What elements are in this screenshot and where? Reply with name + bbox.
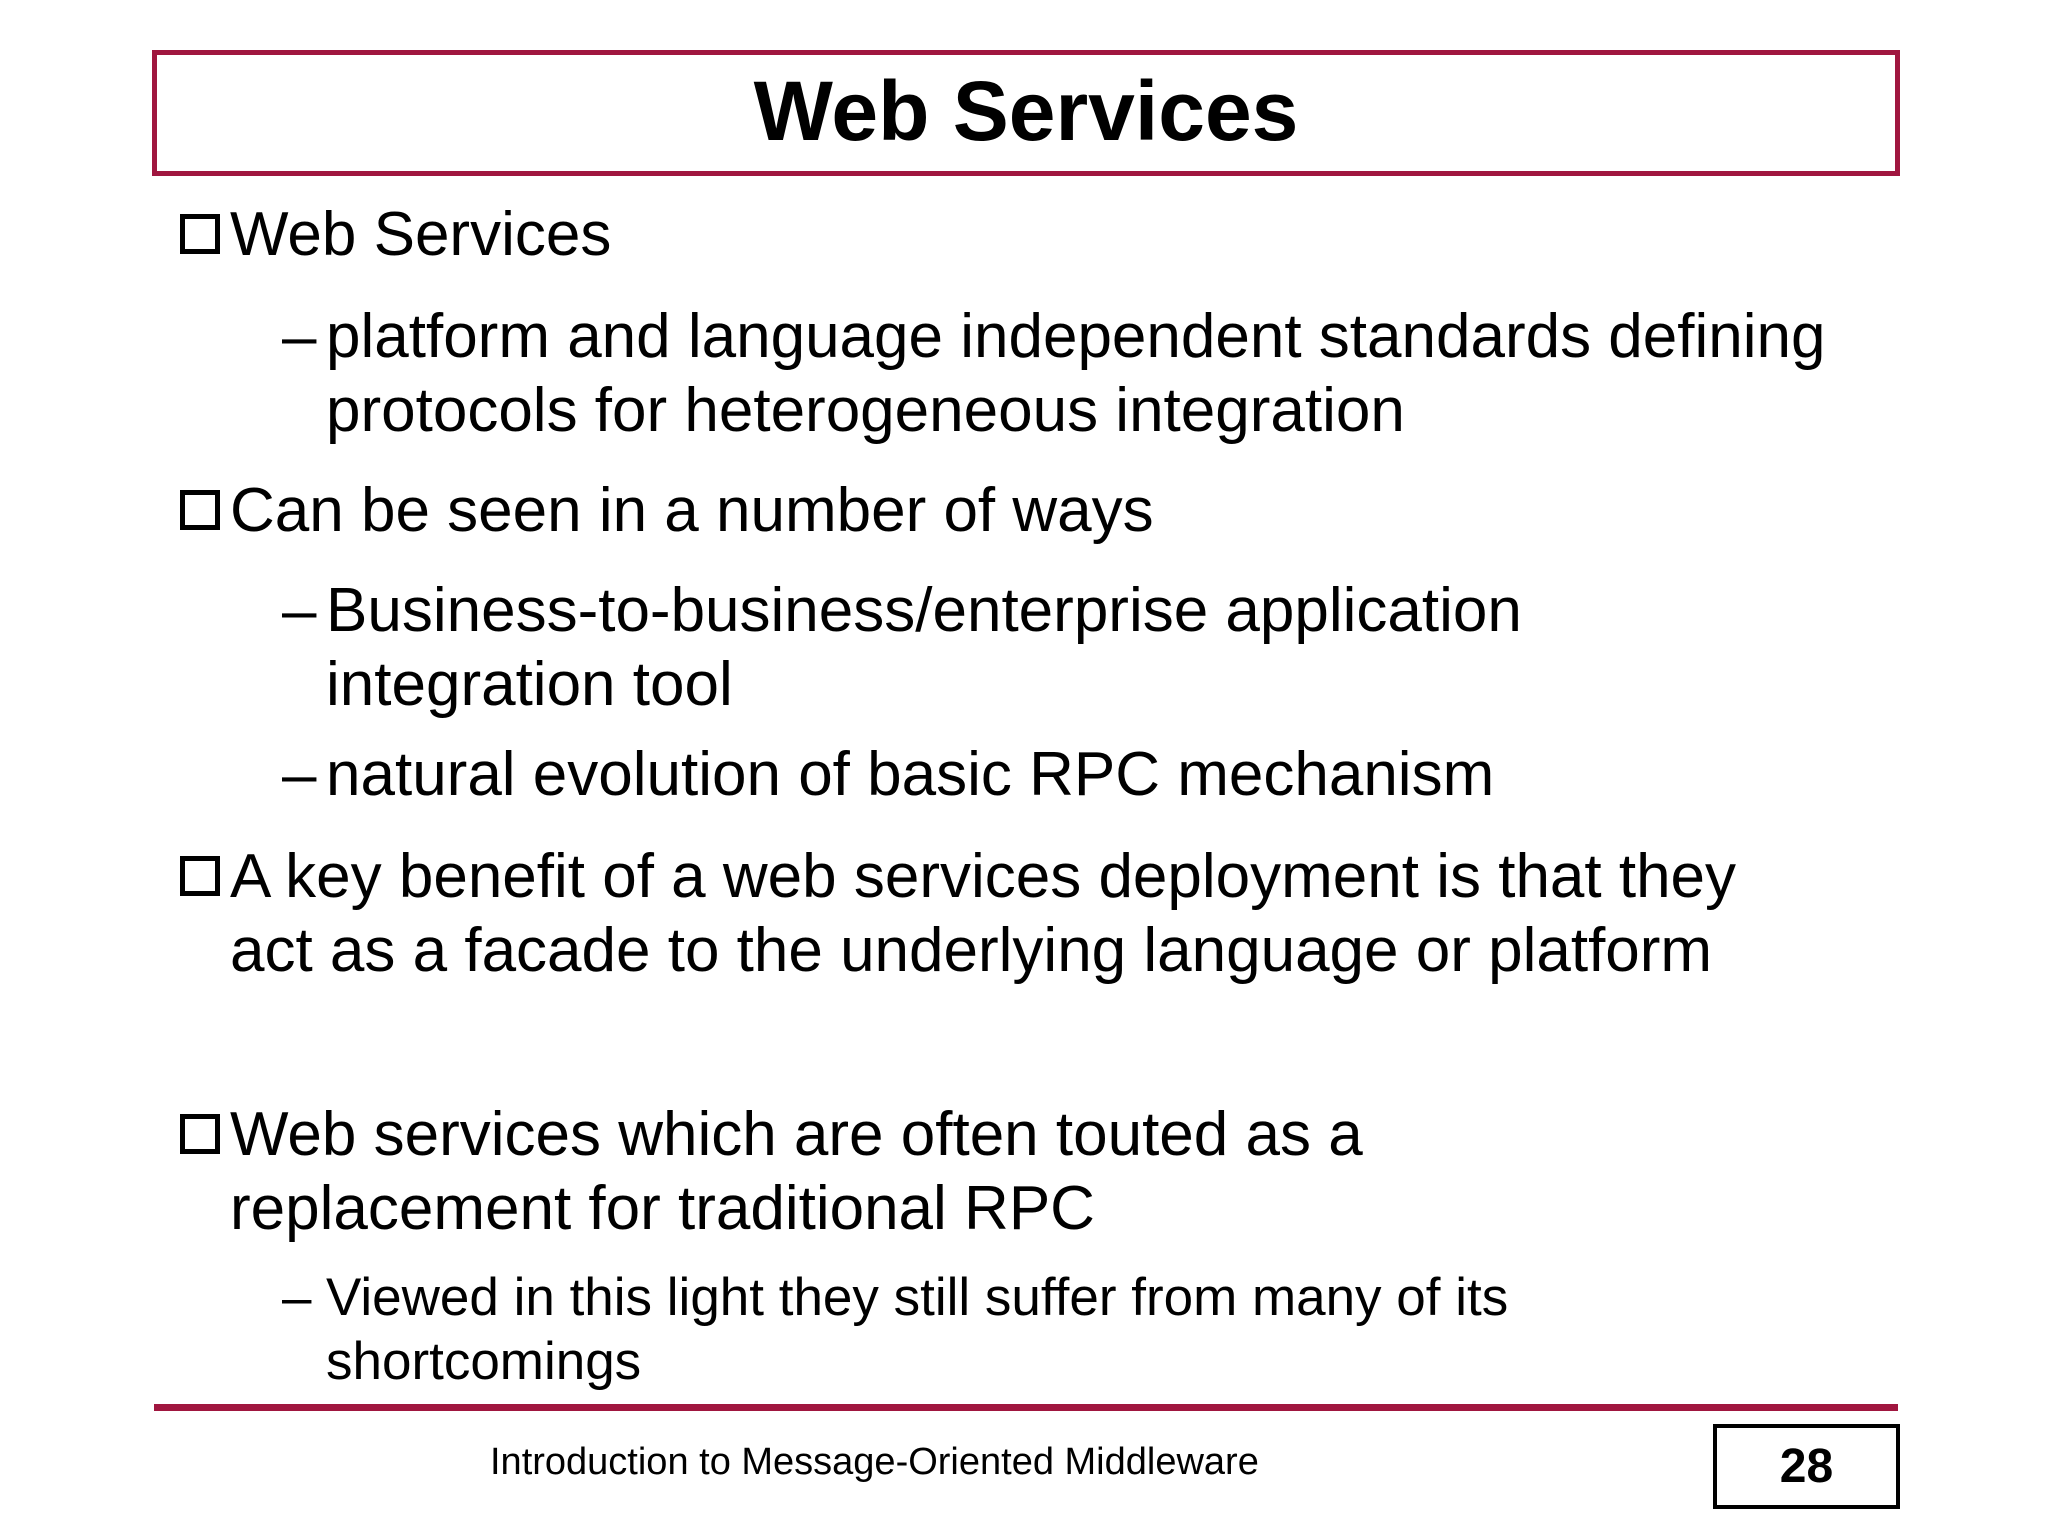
checkbox-bullet-icon [180, 214, 220, 254]
bullet-2-sub-2: – natural evolution of basic RPC mechani… [282, 738, 1842, 812]
bullet-2-sub-1: – Business-to-business/enterprise applic… [282, 574, 1842, 722]
checkbox-bullet-icon [180, 1114, 220, 1154]
footer-divider [154, 1404, 1898, 1411]
bullet-3: A key benefit of a web services deployme… [180, 840, 1820, 988]
bullet-3-text: A key benefit of a web services deployme… [230, 842, 1737, 985]
bullet-2-sub-1-text: Business-to-business/enterprise applicat… [326, 576, 1522, 719]
dash-icon: – [282, 1268, 312, 1327]
page-number-box: 28 [1713, 1424, 1900, 1509]
bullet-4: Web services which are often touted as a… [180, 1098, 1820, 1246]
bullet-4-text: Web services which are often touted as a… [230, 1100, 1363, 1243]
page-number: 28 [1779, 1440, 1834, 1493]
dash-icon: – [282, 576, 317, 645]
bullet-4-sub-1-text: Viewed in this light they still suffer f… [326, 1268, 1509, 1391]
bullet-1-sub-1-text: platform and language independent standa… [326, 302, 1826, 445]
bullet-2: Can be seen in a number of ways [180, 474, 1820, 548]
bullet-4-sub-1: – Viewed in this light they still suffer… [282, 1266, 1842, 1394]
checkbox-bullet-icon [180, 490, 220, 530]
bullet-2-sub-2-text: natural evolution of basic RPC mechanism [326, 740, 1495, 809]
slide-content: Web Services – platform and language ind… [180, 198, 1842, 1394]
title-box: Web Services [152, 50, 1900, 176]
checkbox-bullet-icon [180, 856, 220, 896]
slide-title: Web Services [753, 64, 1299, 158]
footer-course-title: Introduction to Message-Oriented Middlew… [490, 1441, 1259, 1483]
dash-icon: – [282, 302, 317, 371]
bullet-1-text: Web Services [230, 200, 612, 269]
bullet-2-text: Can be seen in a number of ways [230, 476, 1154, 545]
bullet-1: Web Services [180, 198, 1820, 272]
dash-icon: – [282, 740, 317, 809]
bullet-1-sub-1: – platform and language independent stan… [282, 300, 1842, 448]
